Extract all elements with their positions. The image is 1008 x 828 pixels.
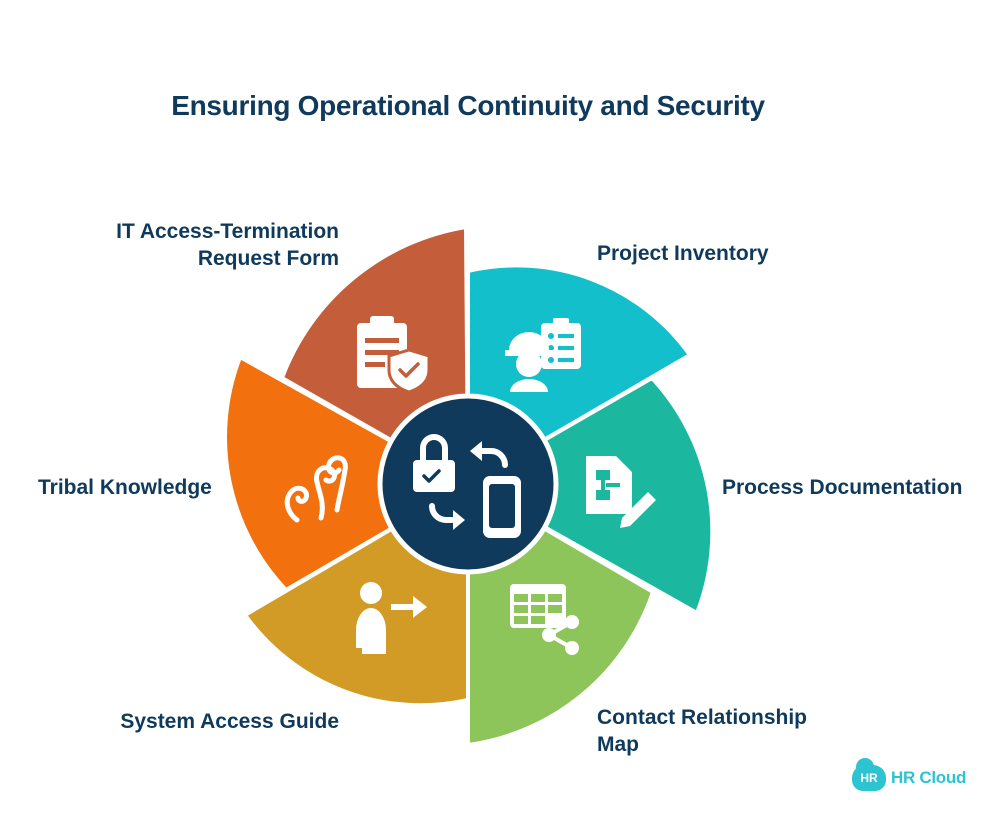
document-edit-icon bbox=[586, 456, 656, 528]
label-process-documentation: Process Documentation bbox=[722, 476, 963, 499]
label-it-access-termination: IT Access-Termination Request Form bbox=[116, 220, 339, 270]
label-tribal-knowledge: Tribal Knowledge bbox=[38, 476, 212, 499]
label-contact-relationship-map: Contact Relationship Map bbox=[597, 706, 808, 756]
clipboard-shield-icon bbox=[357, 316, 431, 394]
center-circle bbox=[377, 393, 559, 575]
hr-cloud-logo: HR HR Cloud bbox=[852, 758, 966, 793]
cloud-icon: HR bbox=[852, 758, 886, 791]
page-title: Ensuring Operational Continuity and Secu… bbox=[171, 90, 765, 121]
worker-checklist-icon bbox=[505, 318, 581, 392]
lock-phone-transfer-icon bbox=[413, 434, 521, 538]
person-arrow-icon bbox=[356, 582, 427, 654]
table-share-icon bbox=[510, 584, 579, 655]
label-project-inventory: Project Inventory bbox=[597, 242, 769, 265]
swirl-icon bbox=[284, 455, 348, 523]
label-system-access-guide: System Access Guide bbox=[120, 710, 339, 733]
